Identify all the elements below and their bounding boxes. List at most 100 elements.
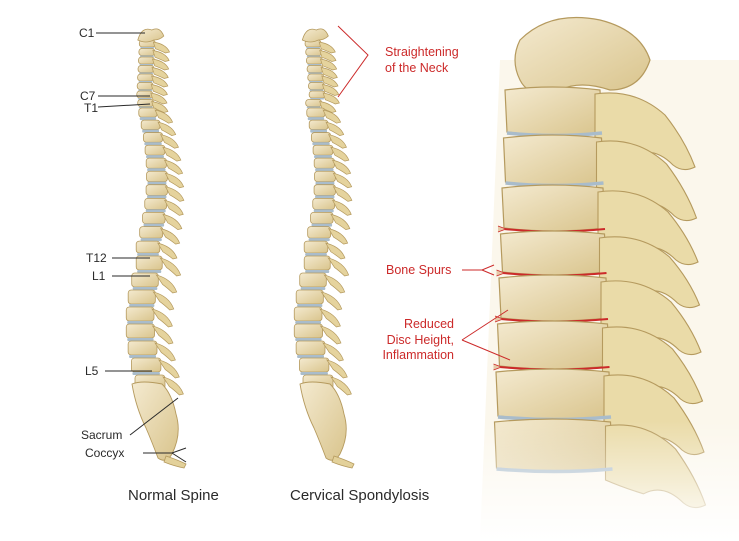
normal-process bbox=[159, 257, 182, 277]
normal-vertebra bbox=[144, 198, 168, 210]
normal-process bbox=[155, 274, 178, 294]
spondy-process bbox=[330, 376, 352, 396]
spondy-disc bbox=[315, 195, 335, 199]
normal-disc bbox=[127, 337, 154, 341]
spondy-process bbox=[326, 359, 348, 379]
spondy-process bbox=[322, 109, 342, 124]
normal-disc bbox=[137, 252, 159, 256]
coccyx-leader-2 bbox=[171, 452, 187, 463]
normal-process bbox=[152, 41, 171, 54]
label-reduced-line3: Inflammation bbox=[382, 348, 454, 363]
spondy-sacrum bbox=[299, 381, 347, 461]
normal-vertebra bbox=[131, 357, 162, 373]
spondy-vertebra bbox=[306, 65, 324, 73]
normal-vertebra bbox=[127, 289, 156, 305]
label-reduced-disc: Reduced Disc Height, Inflammation bbox=[370, 317, 454, 364]
normal-vertebra bbox=[138, 48, 156, 56]
normal-process bbox=[157, 242, 178, 260]
spondy-process bbox=[319, 308, 341, 328]
normal-disc bbox=[145, 209, 166, 213]
spondy-process bbox=[332, 186, 353, 202]
normal-vertebra bbox=[135, 255, 163, 271]
spondy-disc bbox=[315, 181, 335, 185]
normal-vertebra bbox=[138, 107, 158, 118]
spondy-vertebra bbox=[308, 82, 325, 90]
spondy-vertebra bbox=[299, 357, 330, 373]
normal-process bbox=[151, 325, 174, 345]
spondy-disc bbox=[313, 209, 334, 213]
spondy-vertebra bbox=[312, 144, 334, 156]
spondy-process bbox=[331, 159, 352, 175]
spondy-vertebra bbox=[310, 211, 334, 225]
normal-process bbox=[162, 146, 182, 162]
spondy-process bbox=[320, 291, 343, 311]
normal-spine-illustration bbox=[125, 28, 187, 469]
spondy-vertebra bbox=[295, 340, 326, 356]
spondy-disc bbox=[300, 371, 328, 375]
spondy-vertebra bbox=[293, 323, 323, 339]
spondylosis-spine-illustration bbox=[293, 28, 355, 469]
label-straightening-line2: of the Neck bbox=[385, 60, 449, 75]
spondy-process bbox=[325, 242, 346, 260]
label-t1: T1 bbox=[84, 101, 99, 115]
normal-vertebra bbox=[142, 132, 164, 143]
normal-vertebra bbox=[136, 82, 154, 90]
spondy-process bbox=[319, 58, 338, 71]
normal-vertebra bbox=[125, 306, 155, 322]
normal-vertebra bbox=[137, 99, 155, 107]
spondy-vertebra bbox=[312, 198, 336, 210]
spondy-coccyx bbox=[331, 455, 355, 469]
spondy-disc bbox=[312, 142, 330, 146]
spondy-vertebra bbox=[306, 56, 323, 65]
label-sacrum: Sacrum bbox=[81, 428, 123, 442]
normal-disc bbox=[129, 354, 156, 358]
spondy-process bbox=[322, 92, 340, 105]
normal-process bbox=[162, 376, 184, 396]
spondy-disc bbox=[311, 223, 333, 227]
label-straightening-line1: Straightening bbox=[385, 45, 459, 59]
spondy-vertebra bbox=[307, 73, 325, 82]
normal-vertebra bbox=[139, 226, 164, 239]
normal-disc bbox=[144, 142, 162, 146]
label-c1: C1 bbox=[79, 26, 95, 40]
normal-process bbox=[164, 172, 185, 189]
bone-spurs-pointer-2 bbox=[481, 269, 495, 276]
spondy-atlas bbox=[301, 28, 329, 43]
normal-disc bbox=[132, 371, 160, 375]
spondy-disc bbox=[297, 354, 324, 358]
label-bone-spurs: Bone Spurs bbox=[386, 263, 452, 277]
spondy-disc bbox=[300, 286, 326, 290]
normal-process bbox=[151, 308, 173, 328]
normal-disc bbox=[139, 117, 157, 121]
spondy-disc bbox=[305, 252, 327, 256]
spondy-process bbox=[323, 274, 346, 294]
normal-disc bbox=[127, 320, 153, 324]
spondy-process bbox=[330, 213, 351, 230]
normal-vertebra bbox=[142, 211, 166, 225]
normal-process bbox=[151, 75, 169, 88]
spondy-disc bbox=[295, 337, 322, 341]
spondy-process bbox=[332, 172, 353, 189]
label-straightening: Straightening of the Neck bbox=[385, 45, 459, 76]
spondy-vertebra bbox=[307, 226, 332, 239]
normal-process bbox=[152, 50, 170, 62]
spondy-vertebra bbox=[305, 48, 323, 56]
spondy-vertebra bbox=[313, 184, 336, 196]
reduced-pointer-2 bbox=[461, 339, 511, 361]
caption-normal-spine: Normal Spine bbox=[128, 487, 219, 504]
normal-vertebra bbox=[136, 90, 154, 99]
normal-vertebra bbox=[135, 240, 161, 254]
normal-disc bbox=[146, 155, 164, 159]
cervical-closeup-illustration bbox=[470, 17, 739, 541]
normal-process bbox=[158, 359, 180, 379]
normal-vertebra bbox=[144, 144, 166, 156]
spondy-disc bbox=[307, 117, 325, 121]
normal-process bbox=[160, 228, 181, 245]
spondy-vertebra bbox=[303, 255, 331, 271]
spondy-process bbox=[322, 342, 344, 362]
spondy-vertebra bbox=[310, 132, 332, 143]
spondy-process bbox=[328, 134, 347, 149]
spondy-vertebra bbox=[299, 272, 327, 288]
normal-process bbox=[154, 109, 174, 124]
